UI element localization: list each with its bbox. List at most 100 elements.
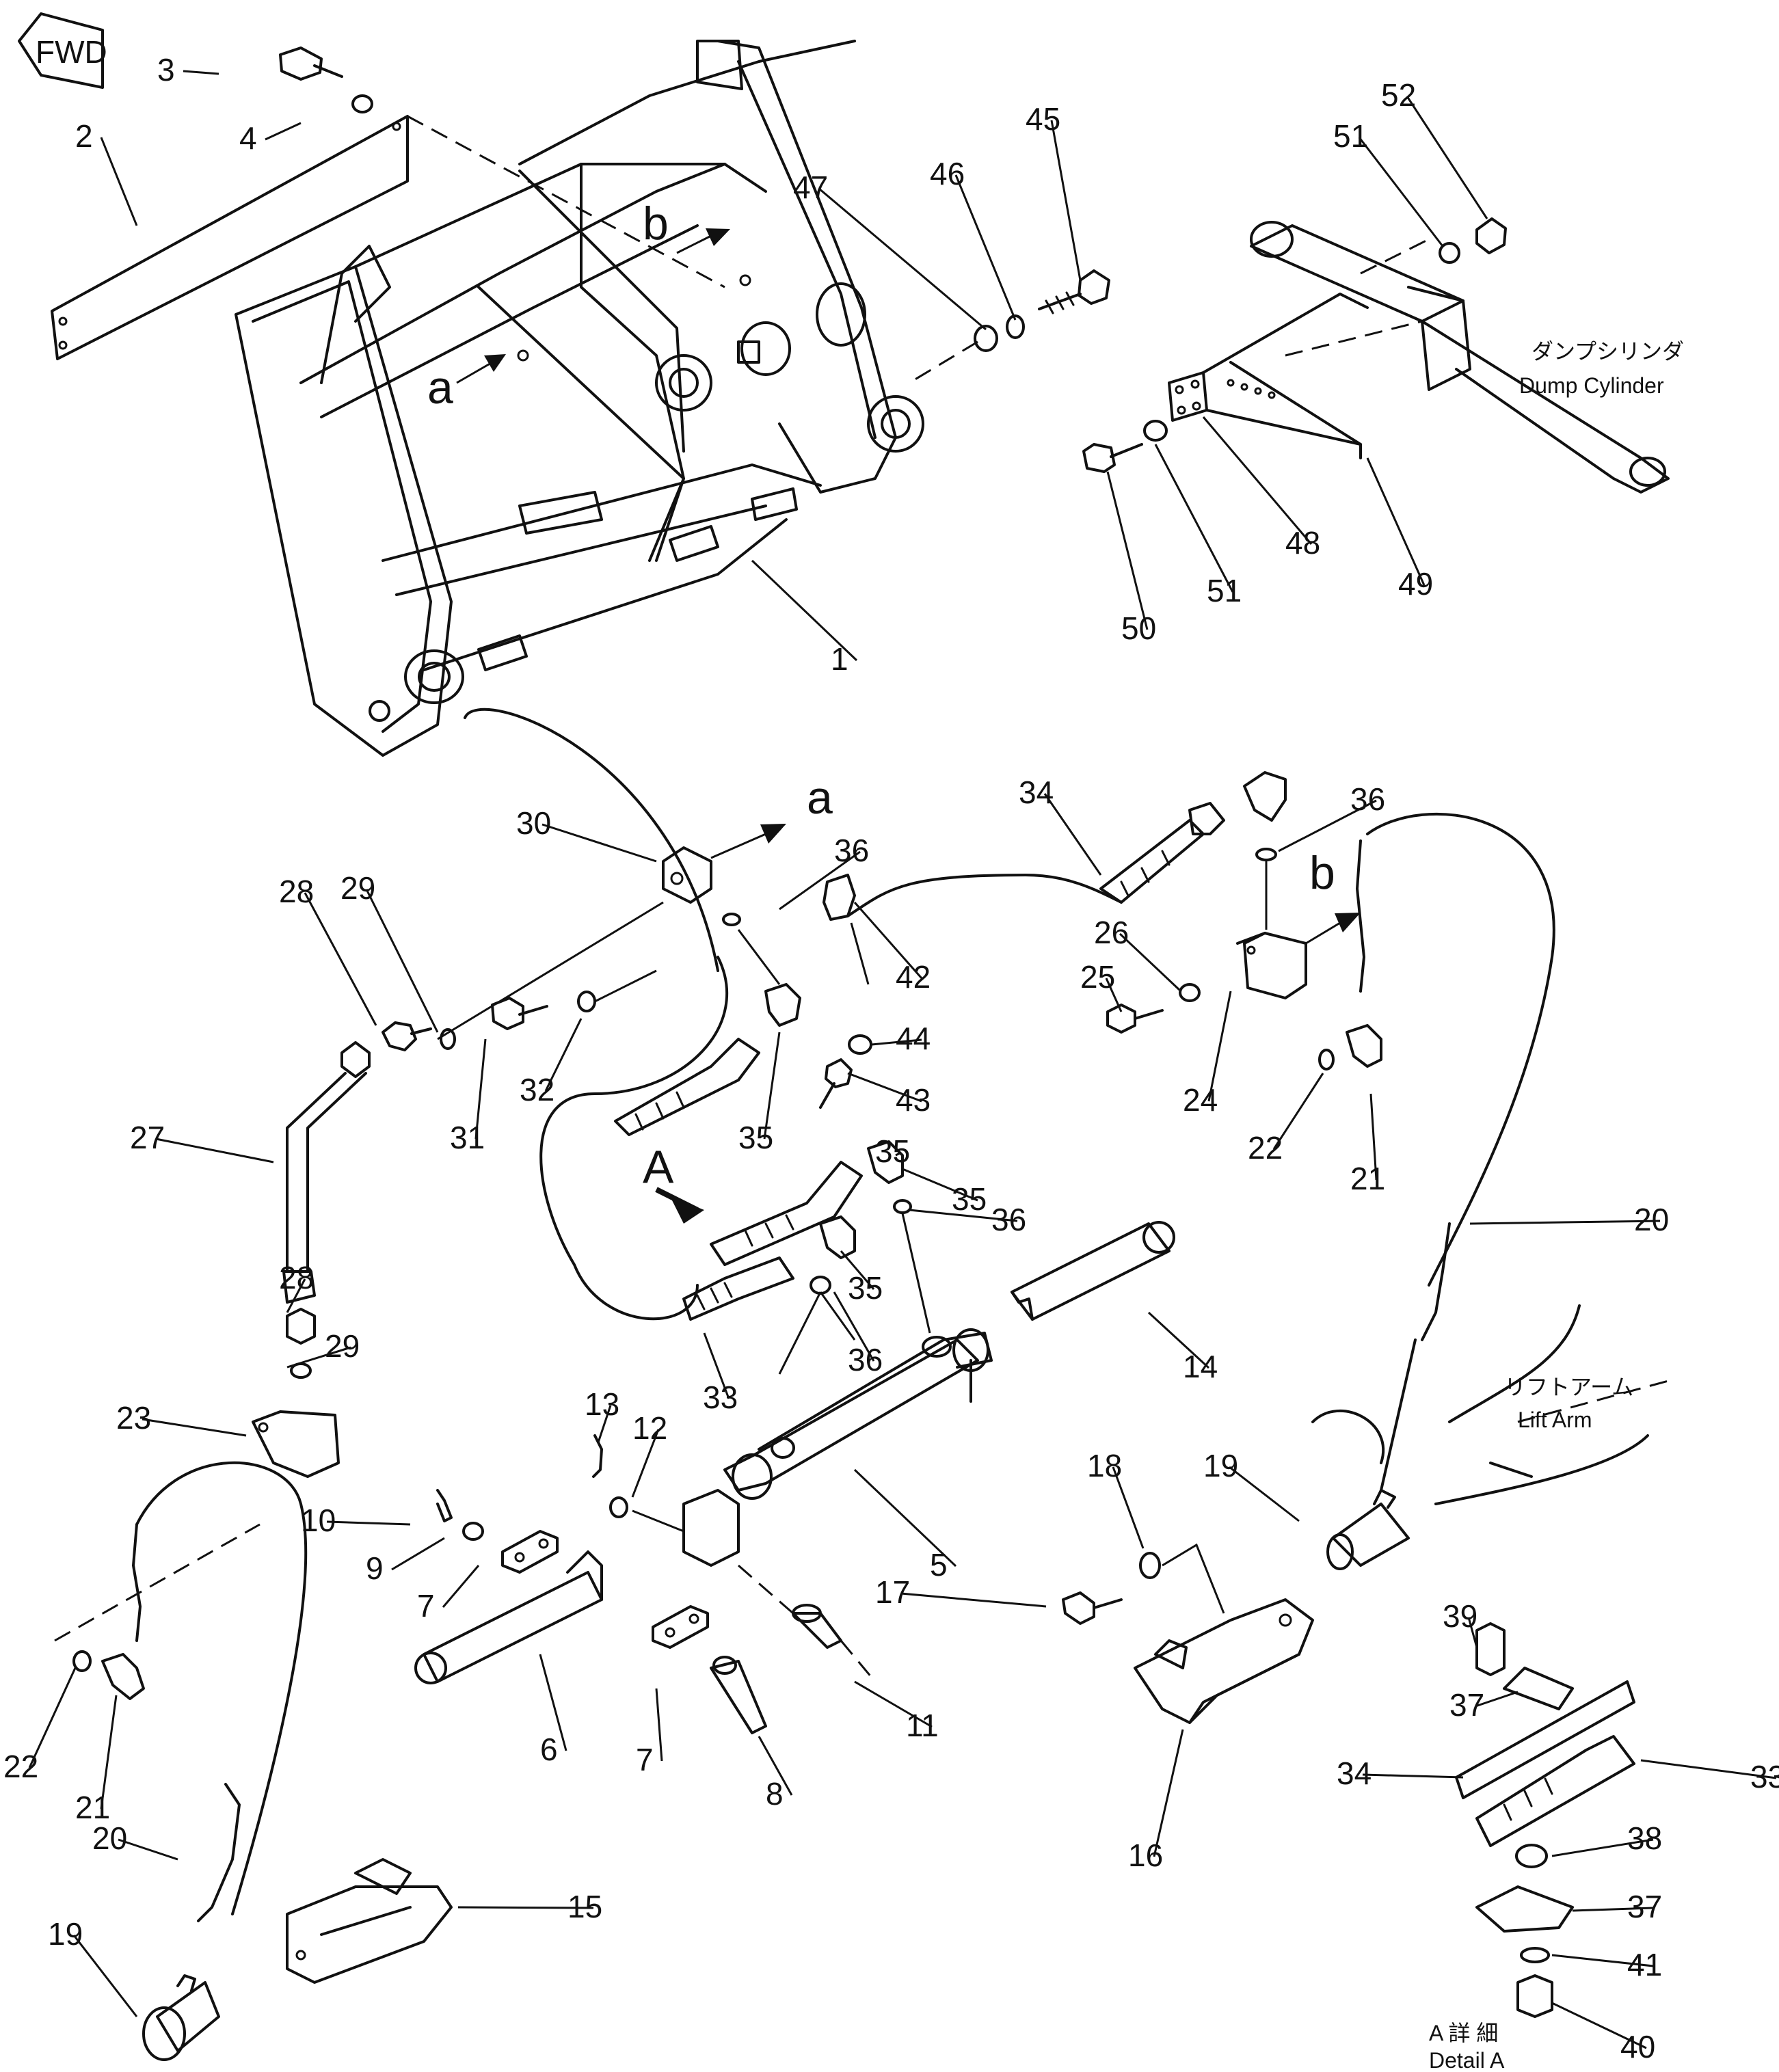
callout-18: 18 xyxy=(1087,1448,1122,1483)
callout-52: 52 xyxy=(1381,77,1416,113)
fitting-part-28-lower xyxy=(286,1308,316,1345)
callout-leader-8 xyxy=(758,1736,793,1796)
callout-leader-45 xyxy=(1050,120,1082,281)
callout-leader-35 xyxy=(895,1151,902,1157)
callout-21: 21 xyxy=(75,1790,110,1825)
callout-leader-29 xyxy=(365,889,439,1033)
ref-a-lower: a xyxy=(807,772,833,824)
pin-part-8 xyxy=(710,1656,767,1734)
washer-part-9 xyxy=(462,1522,484,1541)
callout-35: 35 xyxy=(738,1120,773,1155)
washer-part-51-lower xyxy=(1143,420,1168,442)
callout-35: 35 xyxy=(952,1181,987,1217)
callout-48: 48 xyxy=(1285,525,1320,561)
callout-leader-3 xyxy=(183,70,219,75)
callout-3: 3 xyxy=(157,52,175,88)
callout-leader-28 xyxy=(286,1278,306,1313)
block-part-30 xyxy=(662,846,712,904)
hose-fitting-part-34-center xyxy=(710,1161,863,1266)
elbow-part-21-right xyxy=(1346,1024,1382,1068)
callout-24: 24 xyxy=(1183,1082,1218,1118)
callout-leader-4 xyxy=(265,122,302,141)
lift-arm xyxy=(1311,1304,1669,1505)
callout-leader-37 xyxy=(1572,1907,1654,1912)
callout-leader-46 xyxy=(954,174,1017,321)
hose-part-34-detail xyxy=(1455,1680,1635,1799)
callout-leader-41 xyxy=(1551,1954,1654,1967)
callout-leader-22 xyxy=(28,1667,77,1768)
callout-leader-23 xyxy=(142,1418,247,1437)
bracket-part-15 xyxy=(286,1858,453,1984)
rod-part-14 xyxy=(1011,1221,1175,1321)
cotter-pin-part-10 xyxy=(436,1489,453,1522)
callout-leader-18 xyxy=(1112,1466,1145,1549)
callout-1: 1 xyxy=(831,641,848,677)
lift-arm-jp-label: リフトアーム xyxy=(1504,1375,1633,1399)
callout-leader-48 xyxy=(1202,416,1313,545)
callout-31: 31 xyxy=(450,1120,485,1155)
callout-leader-15 xyxy=(457,1906,594,1909)
o-ring-part-29-upper xyxy=(440,1028,456,1050)
block-part-23 xyxy=(252,1410,340,1478)
callout-51: 51 xyxy=(1333,118,1368,154)
callout-leader-24 xyxy=(1207,991,1232,1102)
dump-cylinder-jp-label: ダンプシリンダ xyxy=(1531,339,1684,364)
washer-part-44 xyxy=(848,1034,872,1055)
fitting-part-28-upper xyxy=(382,1021,432,1051)
callout-26: 26 xyxy=(1094,915,1129,950)
callout-19: 19 xyxy=(1203,1448,1238,1483)
bolt-part-50 xyxy=(1082,443,1143,473)
cylinder-part-5 xyxy=(682,1328,993,1567)
callout-leader-51 xyxy=(1154,444,1234,593)
elbow-part-21-left xyxy=(101,1653,145,1700)
hose-fitting-part-34-right xyxy=(1099,802,1225,904)
callout-leader-22 xyxy=(1272,1073,1324,1150)
washer-part-4 xyxy=(351,94,373,113)
callout-6: 6 xyxy=(540,1732,558,1767)
callout-leader-33 xyxy=(703,1332,730,1399)
callout-leader-21 xyxy=(1369,1093,1378,1181)
spacer-part-38 xyxy=(1515,1844,1548,1868)
nut-part-52 xyxy=(1475,217,1507,254)
callout-20: 20 xyxy=(1634,1202,1669,1237)
callout-7: 7 xyxy=(417,1588,435,1624)
callout-49: 49 xyxy=(1398,566,1433,602)
plate-part-2 xyxy=(51,115,725,360)
callout-leader-30 xyxy=(541,823,657,863)
callout-leader-36 xyxy=(833,1291,875,1362)
o-ring-part-36-d xyxy=(1255,848,1277,861)
callout-leader-40 xyxy=(1551,2002,1647,2049)
callout-35: 35 xyxy=(875,1133,910,1169)
callout-17: 17 xyxy=(875,1574,910,1610)
o-ring-part-22-right xyxy=(1318,1049,1335,1071)
callout-leader-17 xyxy=(900,1592,1047,1608)
o-ring-part-36-a xyxy=(893,1199,912,1214)
callout-leader-20 xyxy=(118,1838,178,1861)
callout-40: 40 xyxy=(1620,2029,1655,2064)
callout-34: 34 xyxy=(1337,1755,1372,1791)
grease-hose-part-20-left xyxy=(132,1461,308,1922)
callout-7: 7 xyxy=(636,1742,654,1777)
callout-leaders xyxy=(28,70,1777,2049)
callout-leader-39 xyxy=(1467,1617,1478,1648)
callout-leader-42 xyxy=(853,902,923,979)
ref-detail-A: A xyxy=(643,1141,674,1193)
callout-leader-19 xyxy=(72,1935,138,2017)
callout-22: 22 xyxy=(1248,1130,1283,1166)
hose-fitting-part-34-upper xyxy=(614,1038,760,1136)
washer-part-47 xyxy=(974,325,998,352)
callout-leader-50 xyxy=(1106,471,1149,630)
callout-leader-34 xyxy=(1043,793,1102,876)
pin-part-6 xyxy=(414,1550,603,1684)
callout-14: 14 xyxy=(1183,1349,1218,1384)
grease-fitting-part-19-right xyxy=(1326,1489,1410,1570)
callout-leader-33 xyxy=(1640,1759,1777,1779)
nut-part-40 xyxy=(1516,1974,1553,2018)
o-ring-part-36-c xyxy=(722,913,741,926)
callout-2: 2 xyxy=(75,118,93,154)
callout-leader-32 xyxy=(544,1018,583,1092)
callout-leader-27 xyxy=(155,1138,274,1163)
callout-5: 5 xyxy=(930,1547,948,1583)
callout-9: 9 xyxy=(366,1550,384,1586)
callout-leader-7 xyxy=(655,1688,663,1762)
